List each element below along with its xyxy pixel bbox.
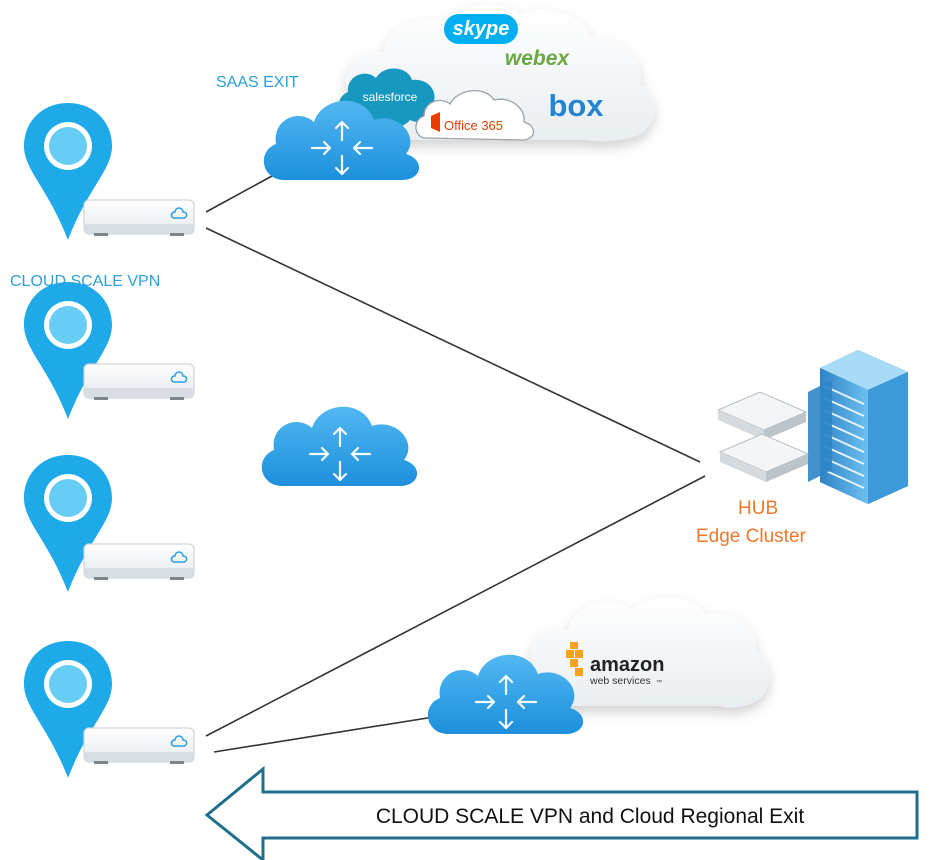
svg-text:Office 365: Office 365 <box>444 118 503 133</box>
banner-arrow: CLOUD SCALE VPN and Cloud Regional Exit <box>204 765 919 860</box>
branch-site-1 <box>24 103 195 240</box>
svg-text:salesforce: salesforce <box>363 90 418 104</box>
link-site4-aws <box>213 715 441 753</box>
link-site4-hub <box>205 475 706 737</box>
cloud-scale-vpn-label: CLOUD SCALE VPN <box>10 273 160 290</box>
skype-logo: skype <box>444 14 518 44</box>
svg-text:amazon: amazon <box>590 654 664 676</box>
box-logo: box <box>548 88 604 123</box>
link-site1-hub <box>205 227 701 463</box>
office365-logo: Office 365 <box>415 90 535 141</box>
edge-router-icon <box>83 199 195 237</box>
banner-text: CLOUD SCALE VPN and Cloud Regional Exit <box>376 805 805 828</box>
regional-cloud-router-icon <box>260 405 419 488</box>
svg-text:web services: web services <box>589 675 651 687</box>
edge-cluster-label: Edge Cluster <box>696 526 807 547</box>
hub-label: HUB <box>738 498 778 519</box>
branch-site-4 <box>24 641 195 778</box>
connection-lines <box>205 175 706 753</box>
hub-server-tower-icon <box>808 350 908 504</box>
hub-switch-icon <box>716 391 810 482</box>
aws-cloud <box>523 596 770 708</box>
edge-router-icon <box>83 543 195 581</box>
branch-site-2 <box>24 282 195 419</box>
aws-logo: amazon web services ™ <box>566 642 664 687</box>
svg-text:skype: skype <box>453 18 510 40</box>
link-site1-saas <box>205 175 273 213</box>
branch-site-3 <box>24 455 195 592</box>
edge-router-icon <box>83 727 195 765</box>
edge-router-icon <box>83 363 195 401</box>
webex-logo: webex <box>505 47 571 70</box>
svg-text:™: ™ <box>656 679 662 686</box>
saas-exit-label: SAAS EXIT <box>216 74 299 91</box>
